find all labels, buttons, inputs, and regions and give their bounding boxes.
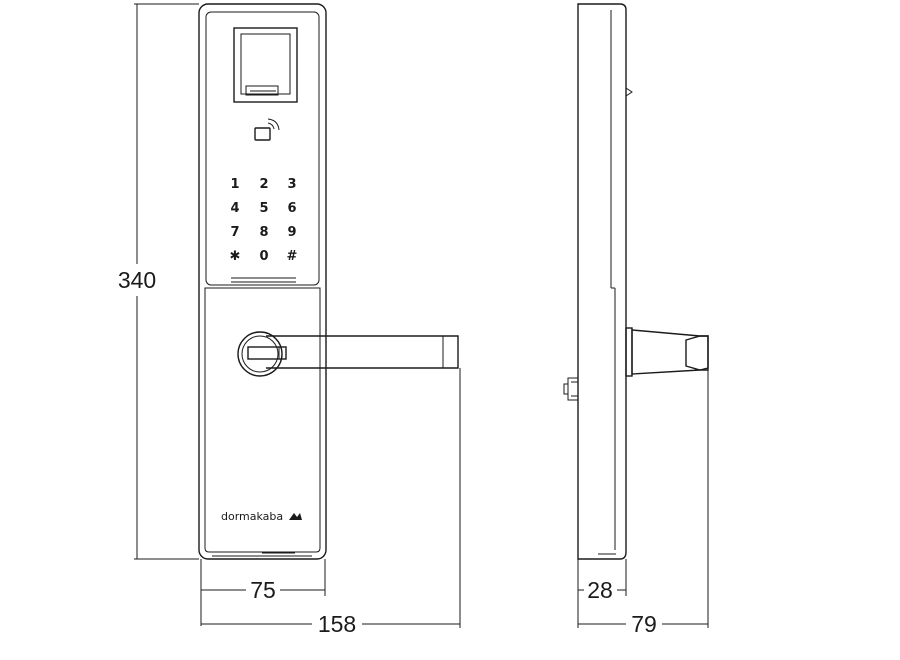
keypad-key: 8 [259, 225, 268, 240]
card-shape [254, 127, 271, 141]
handle-rose-inner [241, 335, 279, 373]
front-body-outline [198, 3, 327, 560]
side-handle-tip [685, 335, 709, 371]
side-dimensions: 28 79 [577, 370, 709, 637]
wave-inner [267, 122, 275, 130]
nfc-card-icon [254, 118, 280, 141]
keypad-key: # [287, 249, 298, 264]
front-lower-panel [204, 287, 321, 553]
back-knob-icon [563, 377, 579, 401]
side-body-outline [577, 3, 627, 560]
keypad-key: 1 [230, 177, 239, 192]
keypad-key: 7 [230, 225, 239, 240]
fingerprint-window [240, 33, 291, 95]
front-view: 1 2 3 4 5 6 7 8 9 ✱ 0 # dormakaba [198, 3, 459, 560]
keypad: 1 2 3 4 5 6 7 8 9 ✱ 0 # [230, 177, 298, 264]
front-upper-panel [205, 11, 320, 286]
lock-width-label: 75 [250, 577, 276, 603]
keypad-key: 6 [287, 201, 296, 216]
lever-handle-front [237, 331, 459, 377]
wave-outer [267, 118, 280, 131]
fingerprint-frame [233, 27, 298, 103]
keypad-key: 5 [259, 201, 268, 216]
back-knob-tip [563, 383, 569, 395]
side-body-depth-label: 28 [587, 577, 613, 603]
front-dimensions: 340 75 158 [118, 3, 461, 637]
side-top-clip [625, 87, 633, 97]
fingerprint-lip [245, 85, 279, 96]
height-dimension-label: 340 [118, 267, 156, 293]
keypad-key: 4 [230, 201, 239, 216]
brand-logo-text: dormakaba [221, 510, 283, 523]
lever-handle-side [625, 327, 709, 377]
dormakaba-logo-icon: dormakaba [221, 510, 302, 523]
keypad-key: ✱ [230, 249, 241, 264]
side-handle-rose [625, 327, 633, 377]
side-total-depth-label: 79 [631, 611, 657, 637]
keypad-key: 9 [287, 225, 296, 240]
lever-bar [266, 335, 459, 369]
lever-key-slot [247, 346, 287, 360]
side-view [563, 3, 709, 560]
keypad-key: 3 [287, 177, 296, 192]
back-knob-body [567, 377, 579, 401]
fingerprint-sensor-icon [233, 27, 298, 103]
brand-mark [289, 513, 302, 520]
keypad-key: 0 [259, 249, 268, 264]
total-width-label: 158 [318, 611, 356, 637]
handle-rose-outer [237, 331, 283, 377]
keypad-key: 2 [259, 177, 268, 192]
